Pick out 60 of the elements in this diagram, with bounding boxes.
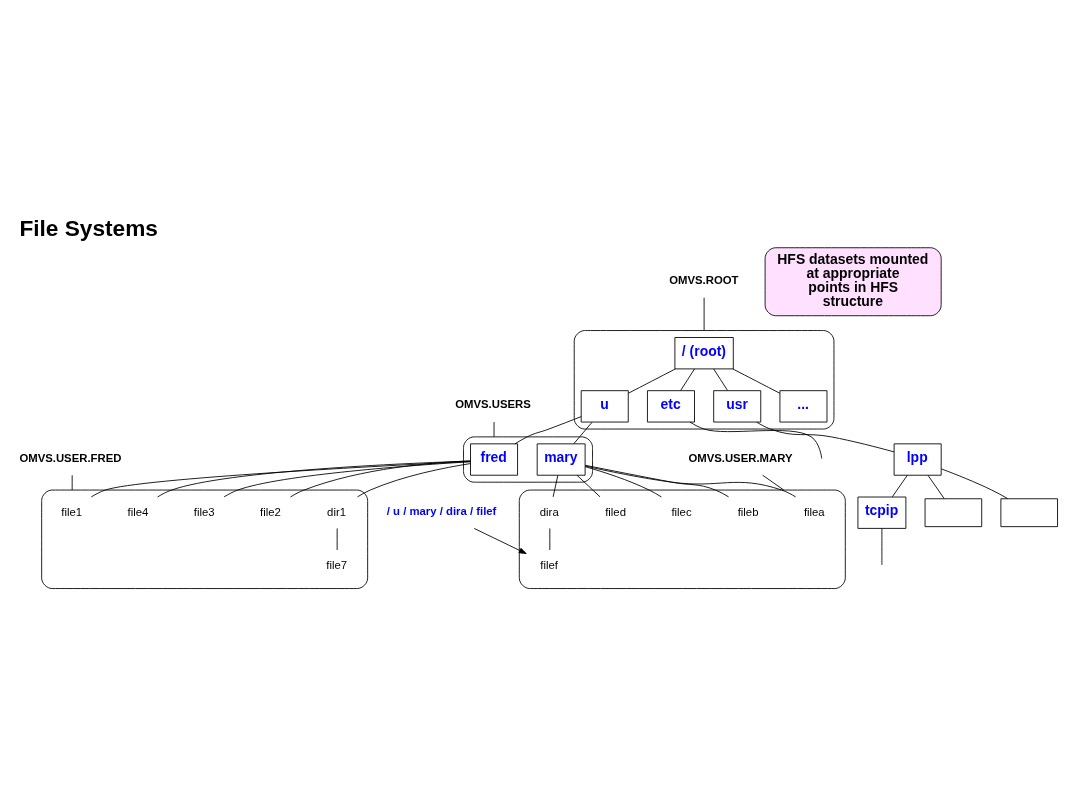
node-text: fileb <box>737 505 759 518</box>
node-text: file3 <box>193 505 215 518</box>
node-text: OMVS.USERS <box>455 398 531 411</box>
node-box: etc <box>647 390 695 423</box>
cluster <box>463 436 593 483</box>
connector <box>762 474 785 491</box>
node-text: dir1 <box>327 505 347 518</box>
node-text: OMVS.USER.FRED <box>19 451 122 464</box>
node-text: filec <box>671 505 692 518</box>
node-text: dira <box>539 505 559 518</box>
node-box: mary <box>536 443 586 476</box>
connector <box>703 297 705 331</box>
cluster <box>41 489 369 589</box>
node-text: file4 <box>127 505 149 518</box>
node-box: fred <box>470 443 518 476</box>
node-box: tcpip <box>857 496 907 529</box>
diagram-title: File Systems <box>19 215 158 242</box>
node-text: file7 <box>326 558 348 571</box>
connector <box>493 421 495 438</box>
connector <box>689 421 823 460</box>
connector <box>584 466 662 498</box>
connector <box>881 528 883 566</box>
connector <box>157 460 471 498</box>
connector <box>927 474 945 499</box>
node-text: / u / mary / dira / filef <box>386 504 497 517</box>
connector <box>90 461 471 498</box>
connector <box>940 468 1009 500</box>
node-text: file1 <box>61 505 83 518</box>
connector <box>584 464 730 498</box>
node-text: filed <box>605 505 626 518</box>
arrow <box>473 528 527 555</box>
node-box <box>924 498 983 528</box>
node-box <box>1000 498 1058 528</box>
node-box: / (root) <box>674 337 734 370</box>
node-text: filea <box>803 505 825 518</box>
node-text: OMVS.USER.MARY <box>688 451 793 464</box>
node-box: lpp <box>893 443 942 476</box>
node-text: filef <box>540 558 558 571</box>
node-box: HFS datasets mounted at appropriate points in HFS structure <box>764 247 942 317</box>
node-text: file2 <box>260 505 281 518</box>
node-text: OMVS.ROOT <box>669 273 739 286</box>
cluster <box>573 330 835 430</box>
connector <box>756 421 895 453</box>
connector <box>627 368 676 394</box>
node-box: usr <box>713 390 762 423</box>
connector <box>732 368 781 394</box>
connector <box>584 465 797 498</box>
node-box: ... <box>779 390 828 423</box>
connector <box>891 474 908 498</box>
connector <box>576 474 601 498</box>
connector <box>290 460 471 498</box>
node-box: u <box>580 390 629 423</box>
connector <box>680 368 695 391</box>
connector <box>357 463 471 498</box>
connector <box>223 461 471 498</box>
connector <box>71 474 73 491</box>
connector <box>713 368 728 391</box>
connector <box>552 474 559 498</box>
connector <box>514 416 582 445</box>
connector <box>573 421 593 445</box>
